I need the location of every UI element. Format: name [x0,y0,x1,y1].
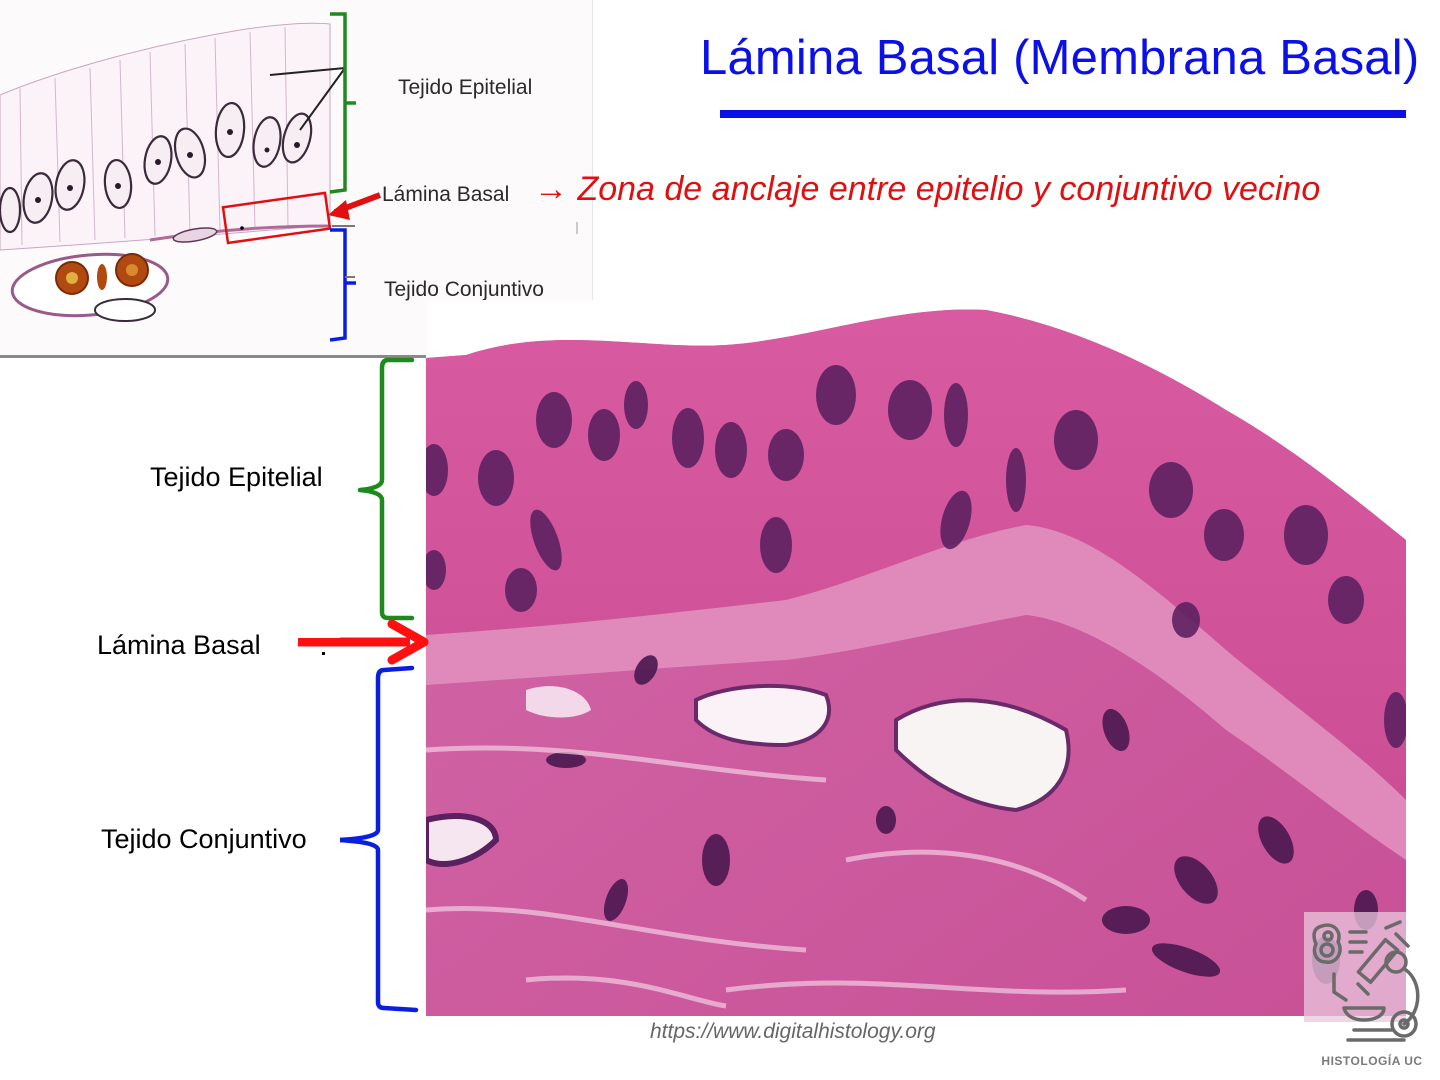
stray-dot [322,652,325,655]
label-basal-lamina: Lámina Basal [97,630,261,660]
title-underline [720,110,1406,118]
label-epithelial-tissue: Tejido Epitelial [150,462,323,492]
epithelial-bracket [357,357,415,621]
connective-bracket [329,228,347,342]
epithelial-bracket [329,12,347,194]
inset-label-connective: Tejido Conjuntivo [384,278,544,301]
inset-label-basal-lamina: Lámina Basal [382,183,510,206]
connective-bracket [340,665,419,1013]
image-source-link[interactable]: https://www.digitalhistology.org [650,1020,936,1043]
epithelium-schematic-drawing [0,12,578,342]
inset-label-epithelial: Tejido Epitelial [398,76,533,99]
microscope-cell-icon [1304,912,1420,1042]
slide-subtitle: → Zona de anclaje entre epitelio y conju… [534,170,1321,208]
histologia-uc-logo: HISTOLOGÍA UC [1304,912,1440,1080]
slide-title: Lámina Basal (Membrana Basal) [700,31,1420,85]
inset-diagram: Tejido Epitelial Lámina Basal Tejido Con… [0,0,593,358]
label-connective-tissue: Tejido Conjuntivo [101,824,307,854]
micrograph-annotations [340,357,429,1013]
red-arrow-tail [298,638,348,647]
histology-micrograph [426,300,1406,1016]
logo-text: HISTOLOGÍA UC [1321,1054,1423,1068]
basal-lamina-arrow [387,619,429,665]
